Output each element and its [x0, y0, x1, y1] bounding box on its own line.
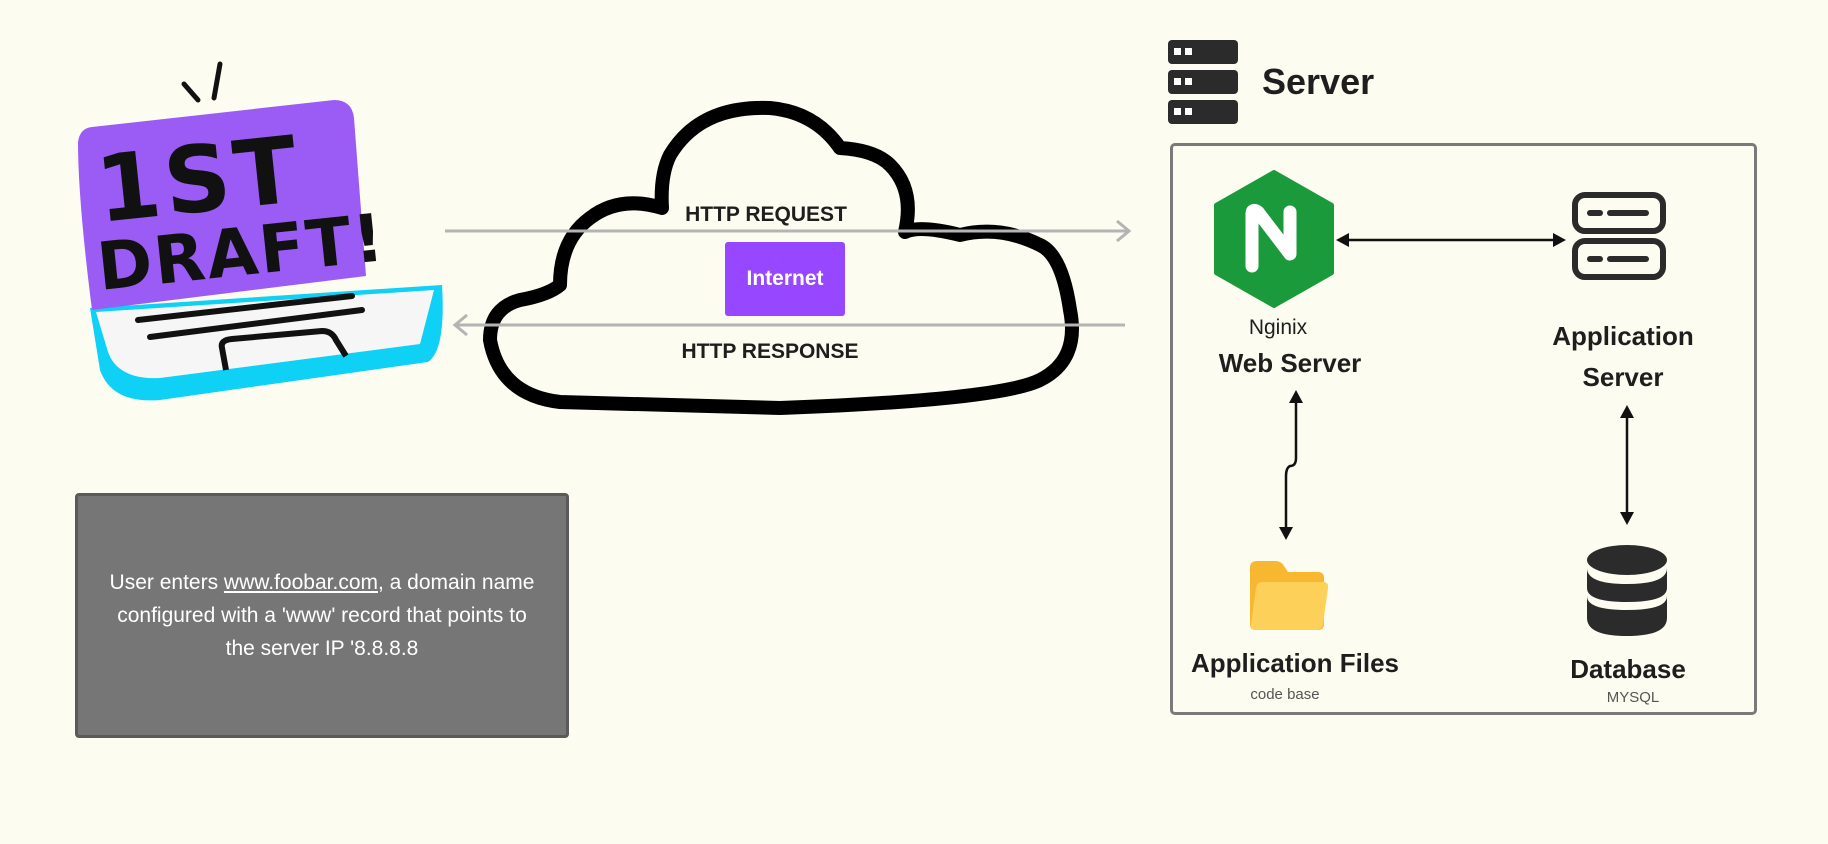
response-arrowhead	[452, 313, 468, 337]
database-icon	[1587, 545, 1667, 636]
web-files-connector	[1284, 400, 1298, 530]
description-note: User enters www.foobar.com, a domain nam…	[75, 493, 569, 738]
touchpad	[218, 328, 349, 371]
http-request-label: HTTP REQUEST	[685, 203, 847, 226]
app-files-label: Application Files	[1190, 648, 1400, 678]
database-sublabel: MYSQL	[1606, 689, 1660, 706]
note-suffix: , a domain name configured with a 'www' …	[117, 571, 535, 660]
app-files-sublabel: code base	[1250, 686, 1320, 703]
server-container	[1170, 143, 1757, 715]
web-server-label: Web Server	[1218, 348, 1362, 378]
spark-line-left	[181, 81, 201, 103]
internet-label: Internet	[746, 267, 824, 290]
laptop-illustration: 1ST DRAFT!	[78, 61, 443, 401]
note-text: User enters www.foobar.com, a domain nam…	[102, 566, 542, 665]
nginx-icon	[1214, 170, 1334, 308]
server-rack-icon	[1168, 40, 1238, 124]
database-label: Database	[1570, 654, 1686, 684]
domain-link[interactable]: www.foobar.com	[223, 571, 378, 594]
folder-icon	[1250, 561, 1329, 630]
http-response-label: HTTP RESPONSE	[681, 340, 859, 363]
web-server-vendor: Nginix	[1248, 316, 1308, 339]
request-arrowhead	[1116, 219, 1132, 243]
app-server-label-line1: Application	[1552, 321, 1694, 351]
screen-text-line1: 1ST	[91, 116, 306, 244]
note-prefix: User enters	[109, 571, 224, 594]
app-server-icon	[1572, 192, 1666, 280]
laptop-screen	[78, 100, 366, 310]
keyboard-line-2	[147, 307, 365, 340]
spark-line-right	[211, 61, 223, 101]
internet-box: Internet	[725, 242, 845, 316]
app-server-label-line2: Server	[1582, 362, 1664, 392]
keyboard-line-1	[135, 293, 355, 323]
server-title: Server	[1262, 61, 1375, 102]
server-connectors	[1279, 233, 1634, 540]
internet-cloud-group	[445, 100, 1132, 415]
